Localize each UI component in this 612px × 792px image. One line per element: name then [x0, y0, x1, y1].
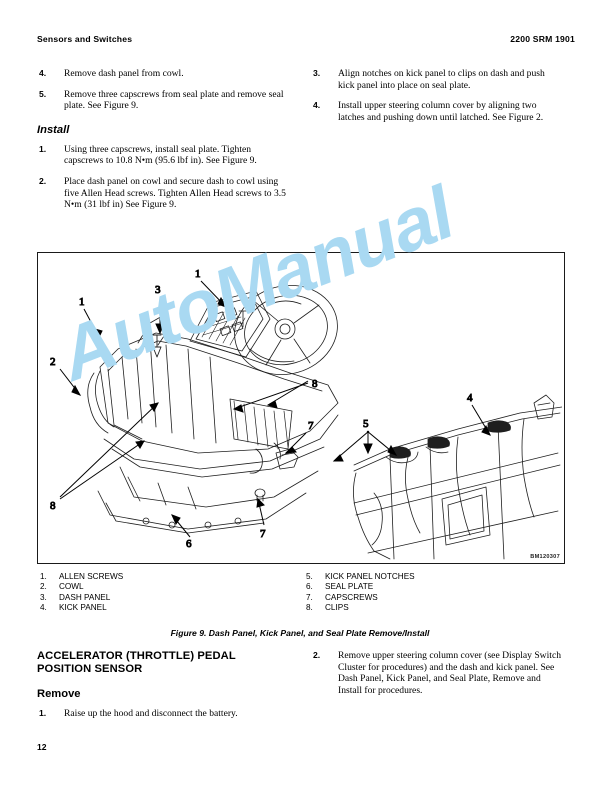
procedure-step: 2. Remove upper steering column cover (s… [311, 650, 563, 696]
callout-2: 2 [50, 356, 56, 368]
procedure-step: 2. Place dash panel on cowl and secure d… [37, 176, 289, 211]
legend-item: 3. DASH PANEL [40, 593, 123, 603]
procedure-step: 5. Remove three capscrews from seal plat… [37, 89, 289, 112]
callout-7a: 7 [308, 420, 314, 432]
legend-column-left: 1. ALLEN SCREWS 2. COWL 3. DASH PANEL 4.… [40, 572, 123, 613]
step-text: Using three capscrews, install seal plat… [64, 143, 257, 167]
legend-number: 7. [306, 592, 313, 602]
step-text: Remove dash panel from cowl. [64, 68, 184, 79]
install-heading: Install [37, 123, 70, 136]
dash-panel-line-drawing: 1 1 2 3 4 [50, 268, 562, 560]
callout-6: 6 [186, 538, 192, 550]
procedure-step: 1. Using three capscrews, install seal p… [37, 144, 289, 167]
legend-label: CLIPS [325, 602, 349, 612]
legend-number: 3. [40, 592, 47, 602]
running-head-right: 2200 SRM 1901 [510, 34, 575, 44]
step-number: 1. [39, 708, 47, 718]
step-number: 3. [313, 68, 321, 78]
legend-item: 1. ALLEN SCREWS [40, 572, 123, 582]
procedure-step: 3. Align notches on kick panel to clips … [311, 68, 563, 91]
figure-id-label: BM120307 [530, 554, 560, 560]
running-head-left: Sensors and Switches [37, 34, 133, 44]
callout-7b: 7 [260, 528, 266, 540]
figure-caption: Figure 9. Dash Panel, Kick Panel, and Se… [170, 628, 430, 638]
right-column-bottom: 2. Remove upper steering column cover (s… [311, 650, 563, 705]
right-column-top: 3. Align notches on kick panel to clips … [311, 68, 563, 132]
section-heading: ACCELERATOR (THROTTLE) PEDAL POSITION SE… [37, 650, 236, 675]
callout-4: 4 [467, 392, 473, 404]
legend-number: 1. [40, 572, 47, 581]
callout-3: 3 [155, 284, 161, 296]
figure-illustration-frame: 1 1 2 3 4 [37, 252, 565, 564]
legend-item: 7. CAPSCREWS [306, 593, 415, 603]
step-number: 5. [39, 88, 47, 99]
page-number: 12 [37, 742, 47, 752]
legend-label: ALLEN SCREWS [59, 572, 124, 581]
step-number: 4. [39, 68, 47, 78]
callout-8b: 8 [50, 500, 56, 512]
callout-5: 5 [363, 418, 369, 430]
legend-label: CAPSCREWS [325, 592, 378, 602]
legend-number: 4. [40, 602, 47, 612]
legend-item: 8. CLIPS [306, 603, 415, 613]
legend-number: 2. [40, 582, 47, 592]
step-text: Remove three capscrews from seal plate a… [64, 88, 284, 112]
legend-label: DASH PANEL [59, 592, 111, 602]
step-number: 2. [39, 175, 47, 186]
step-text: Install upper steering column cover by a… [338, 100, 544, 123]
procedure-step: 4. Remove dash panel from cowl. [37, 68, 289, 80]
running-head: Sensors and Switches 2200 SRM 1901 [37, 34, 575, 48]
legend-number: 6. [306, 582, 313, 592]
step-text: Align notches on kick panel to clips on … [338, 68, 545, 91]
legend-label: SEAL PLATE [325, 582, 374, 592]
step-text: Raise up the hood and disconnect the bat… [64, 708, 238, 719]
legend-item: 2. COWL [40, 582, 123, 592]
callout-8a: 8 [312, 378, 318, 390]
step-text: Place dash panel on cowl and secure dash… [64, 175, 286, 211]
legend-column-right: 5. KICK PANEL NOTCHES 6. SEAL PLATE 7. C… [306, 572, 415, 613]
legend-number: 5. [306, 572, 313, 581]
legend-label: COWL [59, 582, 84, 592]
left-column-bottom: ACCELERATOR (THROTTLE) PEDAL POSITION SE… [37, 650, 289, 729]
step-text: Remove upper steering column cover (see … [338, 650, 561, 696]
callout-1b: 1 [195, 268, 201, 280]
remove-heading: Remove [37, 688, 81, 700]
step-number: 2. [313, 650, 321, 660]
procedure-step: 1. Raise up the hood and disconnect the … [37, 708, 289, 720]
legend-number: 8. [306, 602, 313, 612]
legend-item: 5. KICK PANEL NOTCHES [306, 572, 415, 582]
procedure-step: 4. Install upper steering column cover b… [311, 100, 563, 123]
callout-1a: 1 [79, 296, 85, 308]
legend-label: KICK PANEL [59, 602, 107, 612]
left-column-top: 4. Remove dash panel from cowl. 5. Remov… [37, 68, 289, 220]
legend-label: KICK PANEL NOTCHES [325, 572, 415, 581]
legend-item: 6. SEAL PLATE [306, 582, 415, 592]
step-number: 1. [39, 143, 47, 154]
legend-item: 4. KICK PANEL [40, 603, 123, 613]
step-number: 4. [313, 100, 321, 111]
